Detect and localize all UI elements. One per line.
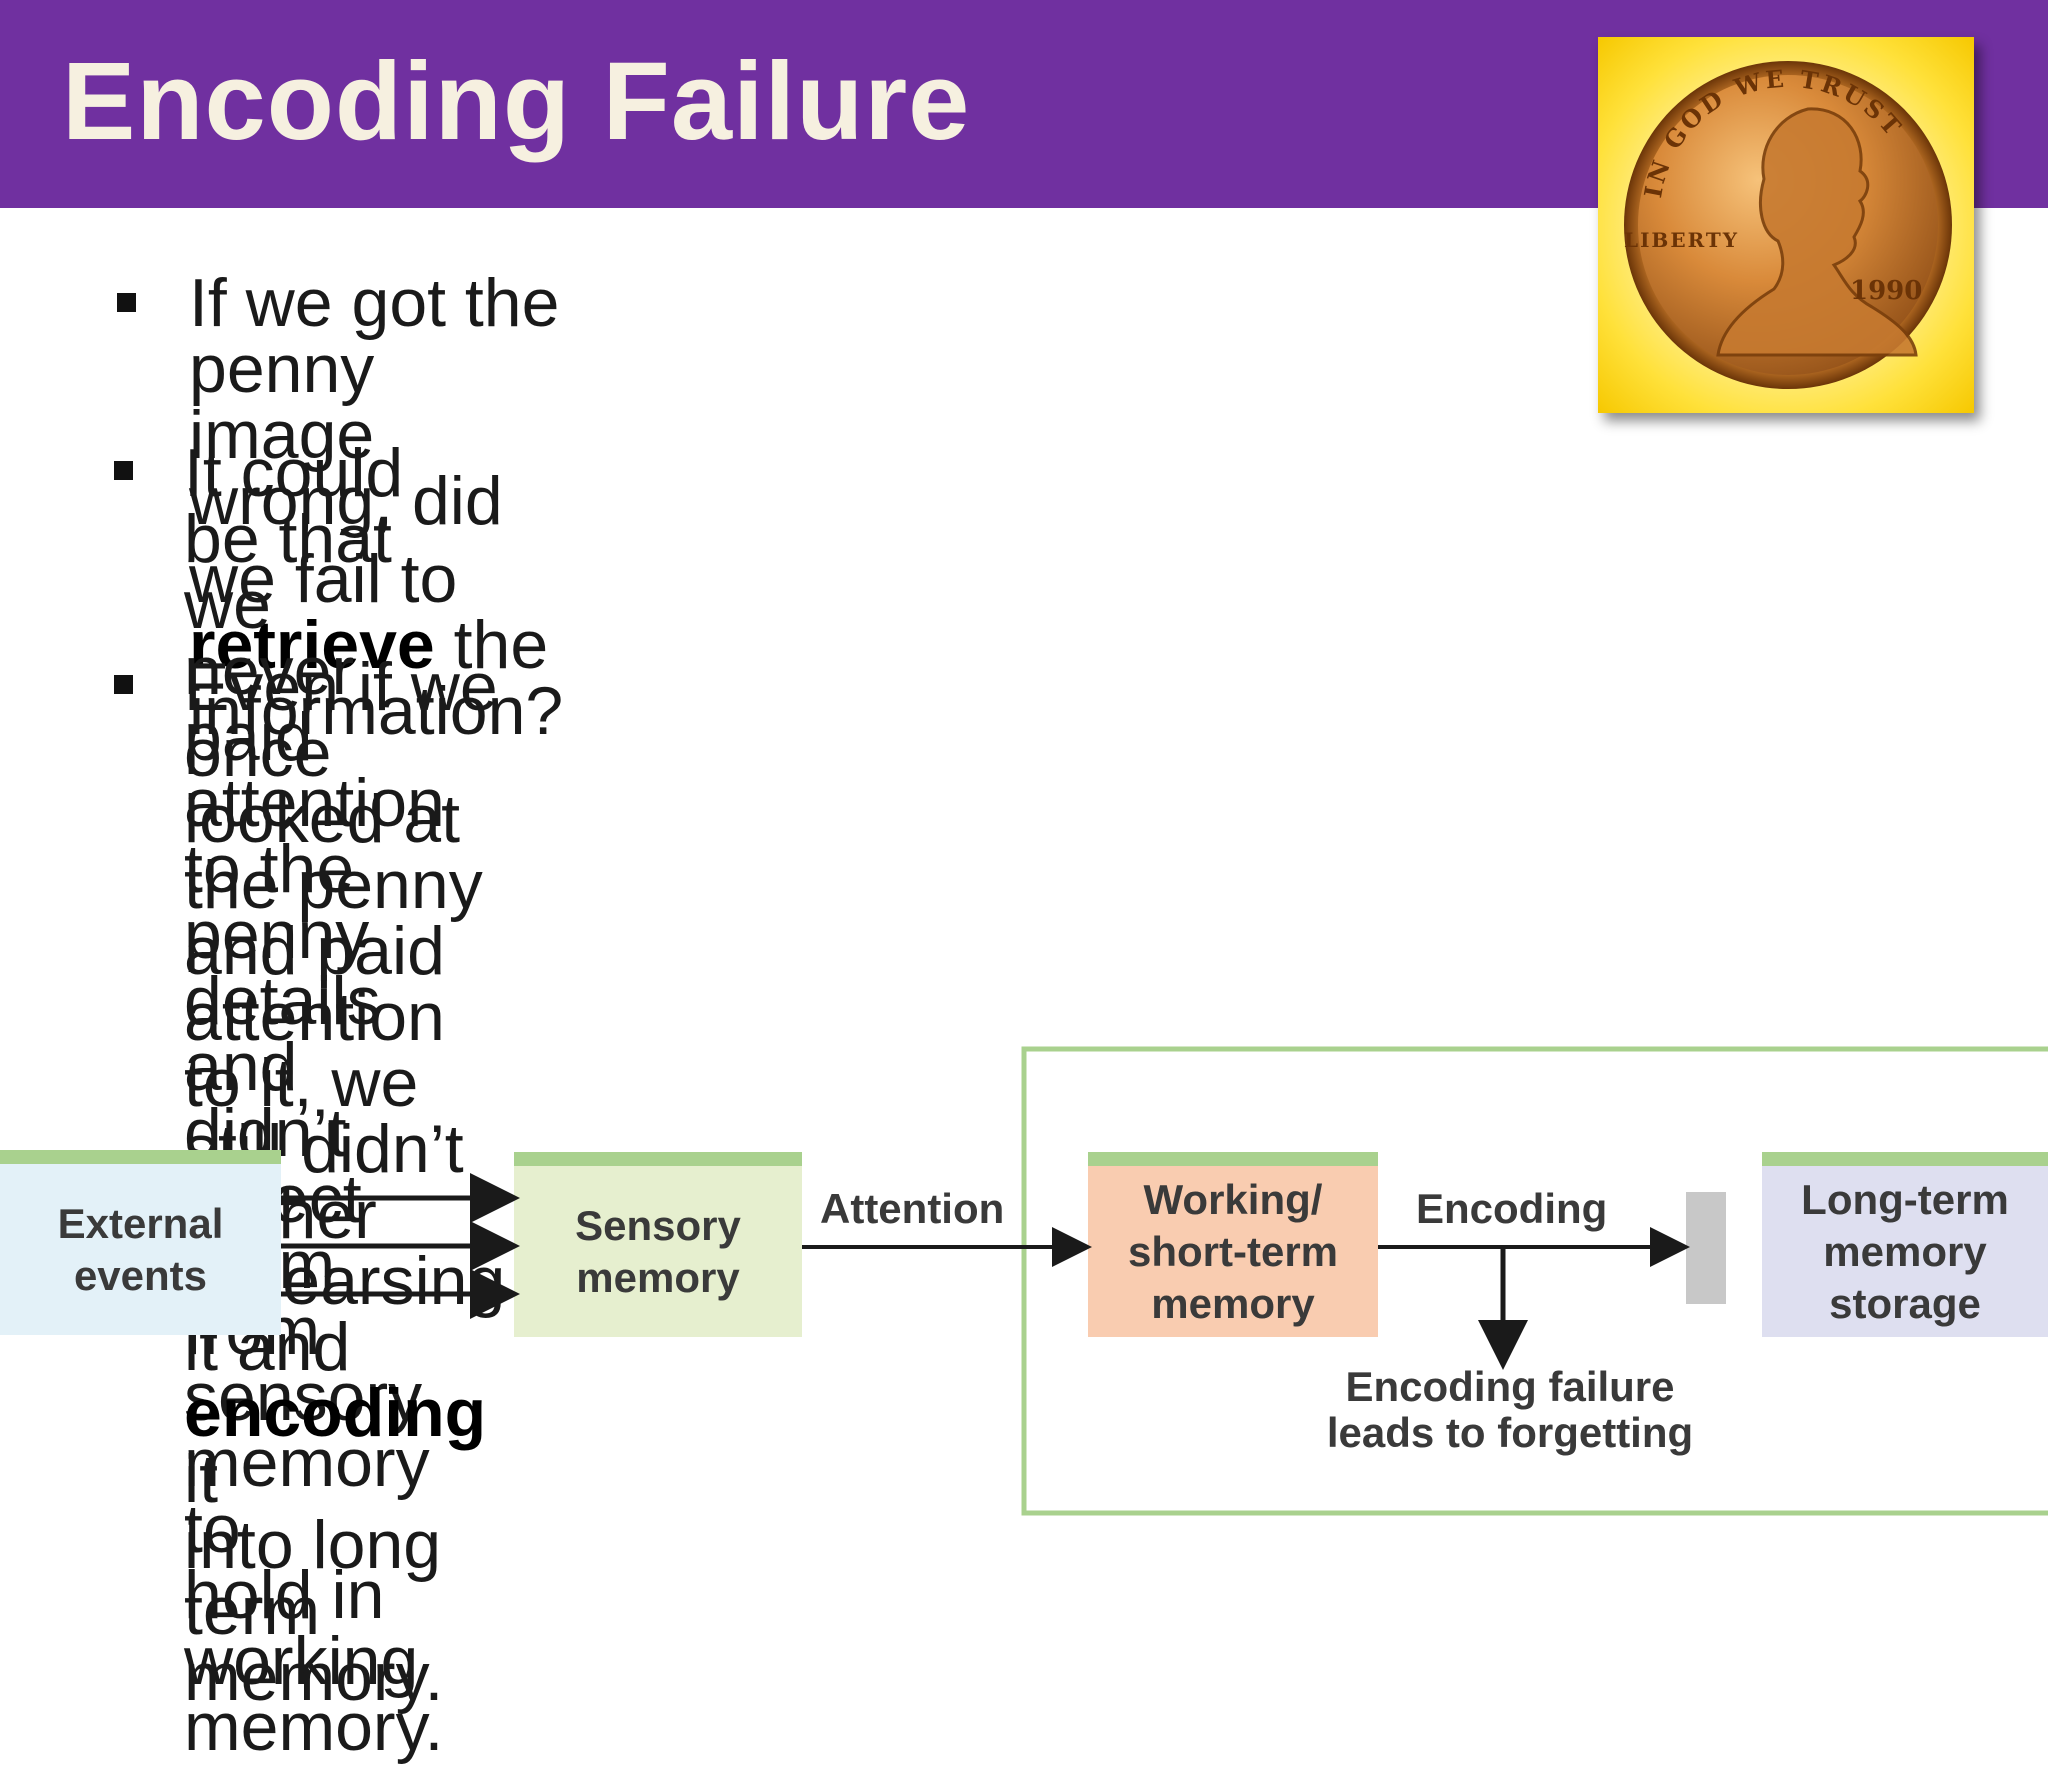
bullet-marker xyxy=(117,293,136,312)
long-term-memory-box xyxy=(1762,1152,2048,1337)
bullet-marker xyxy=(114,461,133,480)
bullet-1: If we got the penny image wrong, did we … xyxy=(189,265,564,749)
lincoln-profile xyxy=(1716,107,1918,357)
box-top-stripe xyxy=(1088,1152,1378,1166)
sensory-memory-label: Sensory memory xyxy=(575,1201,741,1301)
sensory-memory-box xyxy=(514,1152,802,1337)
memory-system-frame xyxy=(1021,1046,2048,1516)
long-term-memory-label: Long-term memory storage xyxy=(1801,1175,2009,1327)
working-memory-label: Working/ short-term memory xyxy=(1127,1175,1339,1327)
penny-liberty: LIBERTY xyxy=(1624,228,1739,252)
external-events-label: External events xyxy=(57,1199,224,1299)
bullet-2-line-1: It could be that we never paid attention… xyxy=(184,435,445,973)
attention-label: Attention xyxy=(820,1185,1005,1232)
encoding-gate xyxy=(1686,1192,1726,1304)
bullet-1-line-2: we fail to retrieve the information? xyxy=(189,541,564,749)
bullet-marker xyxy=(114,675,133,694)
penny-image: IN GOD WE TRUST LIBERTY 1990 xyxy=(1598,37,1974,413)
bullet-3-line-1: Even if we once looked at the penny and … xyxy=(184,649,498,1055)
memory-diagram xyxy=(0,1046,2048,1516)
encoding-label: Encoding xyxy=(1416,1185,1608,1232)
bullet-3-line-3: into long term memory. xyxy=(184,1507,444,1715)
encoding-failure-label: Encoding failure leads to forgetting xyxy=(1326,1363,1694,1456)
slide-title: Encoding Failure xyxy=(62,40,971,163)
external-events-box xyxy=(0,1150,281,1335)
box-top-stripe xyxy=(514,1152,802,1166)
bullet-1-line-1: If we got the penny image wrong, did xyxy=(189,265,560,539)
working-memory-box xyxy=(1088,1152,1378,1337)
box-top-stripe xyxy=(1762,1152,2048,1166)
penny-year: 1990 xyxy=(1850,276,1922,306)
box-top-stripe xyxy=(0,1150,281,1164)
